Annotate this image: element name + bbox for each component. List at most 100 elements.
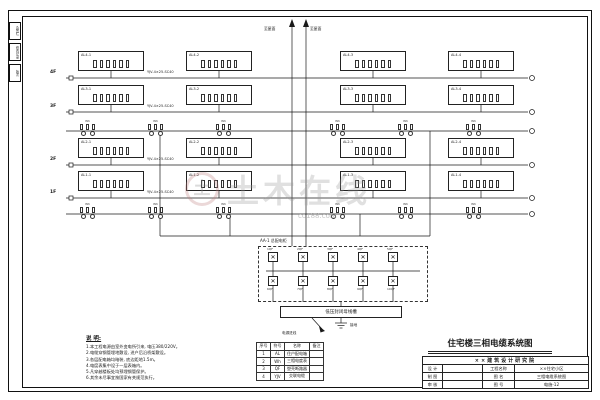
legend-cell: AL [270, 349, 285, 358]
note-line: 2.电缆穿钢管埋地敷设, 进户后沿桥架敷设。 [86, 350, 169, 356]
meter-cluster: Wh [148, 120, 163, 136]
legend-header: 序号 [256, 342, 271, 351]
breaker-icon [119, 60, 123, 68]
breaker-icon [410, 124, 413, 130]
breaker-icon [330, 124, 333, 130]
breaker-icon [227, 147, 231, 155]
breaker-icon [106, 60, 110, 68]
kwh-meter-icon [466, 131, 472, 136]
kwh-meter-icon [339, 131, 345, 136]
distribution-panel: AL4-4 [448, 51, 514, 71]
circuit-spec: YJV-4×25-SC40 [147, 190, 174, 194]
main-panel-label: AA-1 总配电柜 [260, 238, 287, 243]
breaker-row [81, 147, 141, 155]
signature-stamp: 会签栏 [9, 22, 21, 40]
kwh-meter-icon [216, 214, 222, 219]
meter-cluster: Wh [216, 120, 231, 136]
meter-row [148, 131, 163, 136]
meter-cluster-label: Wh [471, 119, 476, 123]
floor-tag: 2F [50, 157, 57, 162]
unit-label: 5QF [387, 247, 393, 251]
breaker-icon [106, 94, 110, 102]
breaker-unit: ✕ [358, 276, 368, 286]
distribution-panel: AL1-1 [78, 171, 144, 191]
breaker-icon [342, 207, 345, 213]
meter-row [216, 214, 231, 219]
kwh-meter-icon [148, 131, 154, 136]
breaker-icon [93, 180, 97, 188]
distribution-panel: AL1-2 [186, 171, 252, 191]
meter-breaker-row [330, 124, 345, 130]
panel-label: AL4-1 [81, 53, 92, 57]
title-block-cell: 电施-12 [514, 380, 589, 389]
breaker-row [189, 60, 249, 68]
distribution-panel: AL4-3 [340, 51, 406, 71]
breaker-icon [214, 180, 218, 188]
meter-cluster-label: Wh [471, 202, 476, 206]
breaker-icon [469, 147, 473, 155]
breaker-icon [482, 94, 486, 102]
breaker-icon [214, 60, 218, 68]
legend-cell: QF [270, 364, 285, 373]
breaker-icon [214, 147, 218, 155]
panel-label: AL2-4 [451, 140, 462, 144]
kwh-meter-icon [157, 214, 163, 219]
meter-row [216, 131, 231, 136]
breaker-icon [489, 180, 493, 188]
panel-label: AL1-4 [451, 173, 462, 177]
breaker-icon [86, 124, 89, 130]
breaker-unit: ✕ [268, 252, 278, 262]
breaker-icon [125, 60, 129, 68]
breaker-icon [374, 147, 378, 155]
breaker-icon [112, 180, 116, 188]
title-block-cell: 设 计 [422, 364, 443, 373]
breaker-row [451, 94, 511, 102]
kwh-meter-icon [157, 131, 163, 136]
breaker-icon [154, 207, 157, 213]
panel-label: AL4-3 [343, 53, 354, 57]
breaker-icon [381, 94, 385, 102]
breaker-icon [398, 207, 401, 213]
breaker-icon [119, 180, 123, 188]
panel-label: AL1-2 [189, 173, 200, 177]
meter-breaker-row [148, 207, 163, 213]
breaker-icon [99, 94, 103, 102]
legend-header: 符号 [270, 342, 285, 351]
title-block-cell: 三相电缆系统图 [514, 372, 589, 381]
meter-row [80, 214, 95, 219]
breaker-icon [368, 180, 372, 188]
breaker-icon [489, 147, 493, 155]
kwh-meter-icon [330, 214, 336, 219]
title-block-cell: 审 核 [422, 380, 443, 389]
panel-label: AL1-1 [81, 173, 92, 177]
breaker-icon [410, 207, 413, 213]
breaker-icon [361, 147, 365, 155]
unit-label: 7QF [297, 287, 303, 291]
legend-cell [309, 372, 324, 381]
breaker-icon [368, 94, 372, 102]
breaker-icon [92, 207, 95, 213]
breaker-unit: ✕ [388, 252, 398, 262]
breaker-icon [398, 124, 401, 130]
breaker-icon [99, 180, 103, 188]
meter-breaker-row [398, 124, 413, 130]
breaker-icon [80, 124, 83, 130]
breaker-unit: ✕ [268, 276, 278, 286]
sheet-outer-border [8, 10, 592, 392]
company-name: ××建筑设计研究院 [422, 356, 589, 365]
breaker-icon [463, 147, 467, 155]
title-block-cell [442, 372, 483, 381]
drawing-title: 住宅楼三相电缆系统图 [428, 337, 552, 354]
watermark-domain: co188.com [298, 212, 337, 220]
breaker-icon [336, 207, 339, 213]
breaker-icon [154, 124, 157, 130]
meter-cluster-label: Wh [221, 119, 226, 123]
notes-title: 说 明: [86, 336, 102, 342]
distribution-panel: AL2-2 [186, 138, 252, 158]
meter-cluster-label: Wh [403, 119, 408, 123]
breaker-row [343, 94, 403, 102]
breaker-icon [148, 124, 151, 130]
breaker-icon [330, 207, 333, 213]
meter-row [330, 131, 345, 136]
